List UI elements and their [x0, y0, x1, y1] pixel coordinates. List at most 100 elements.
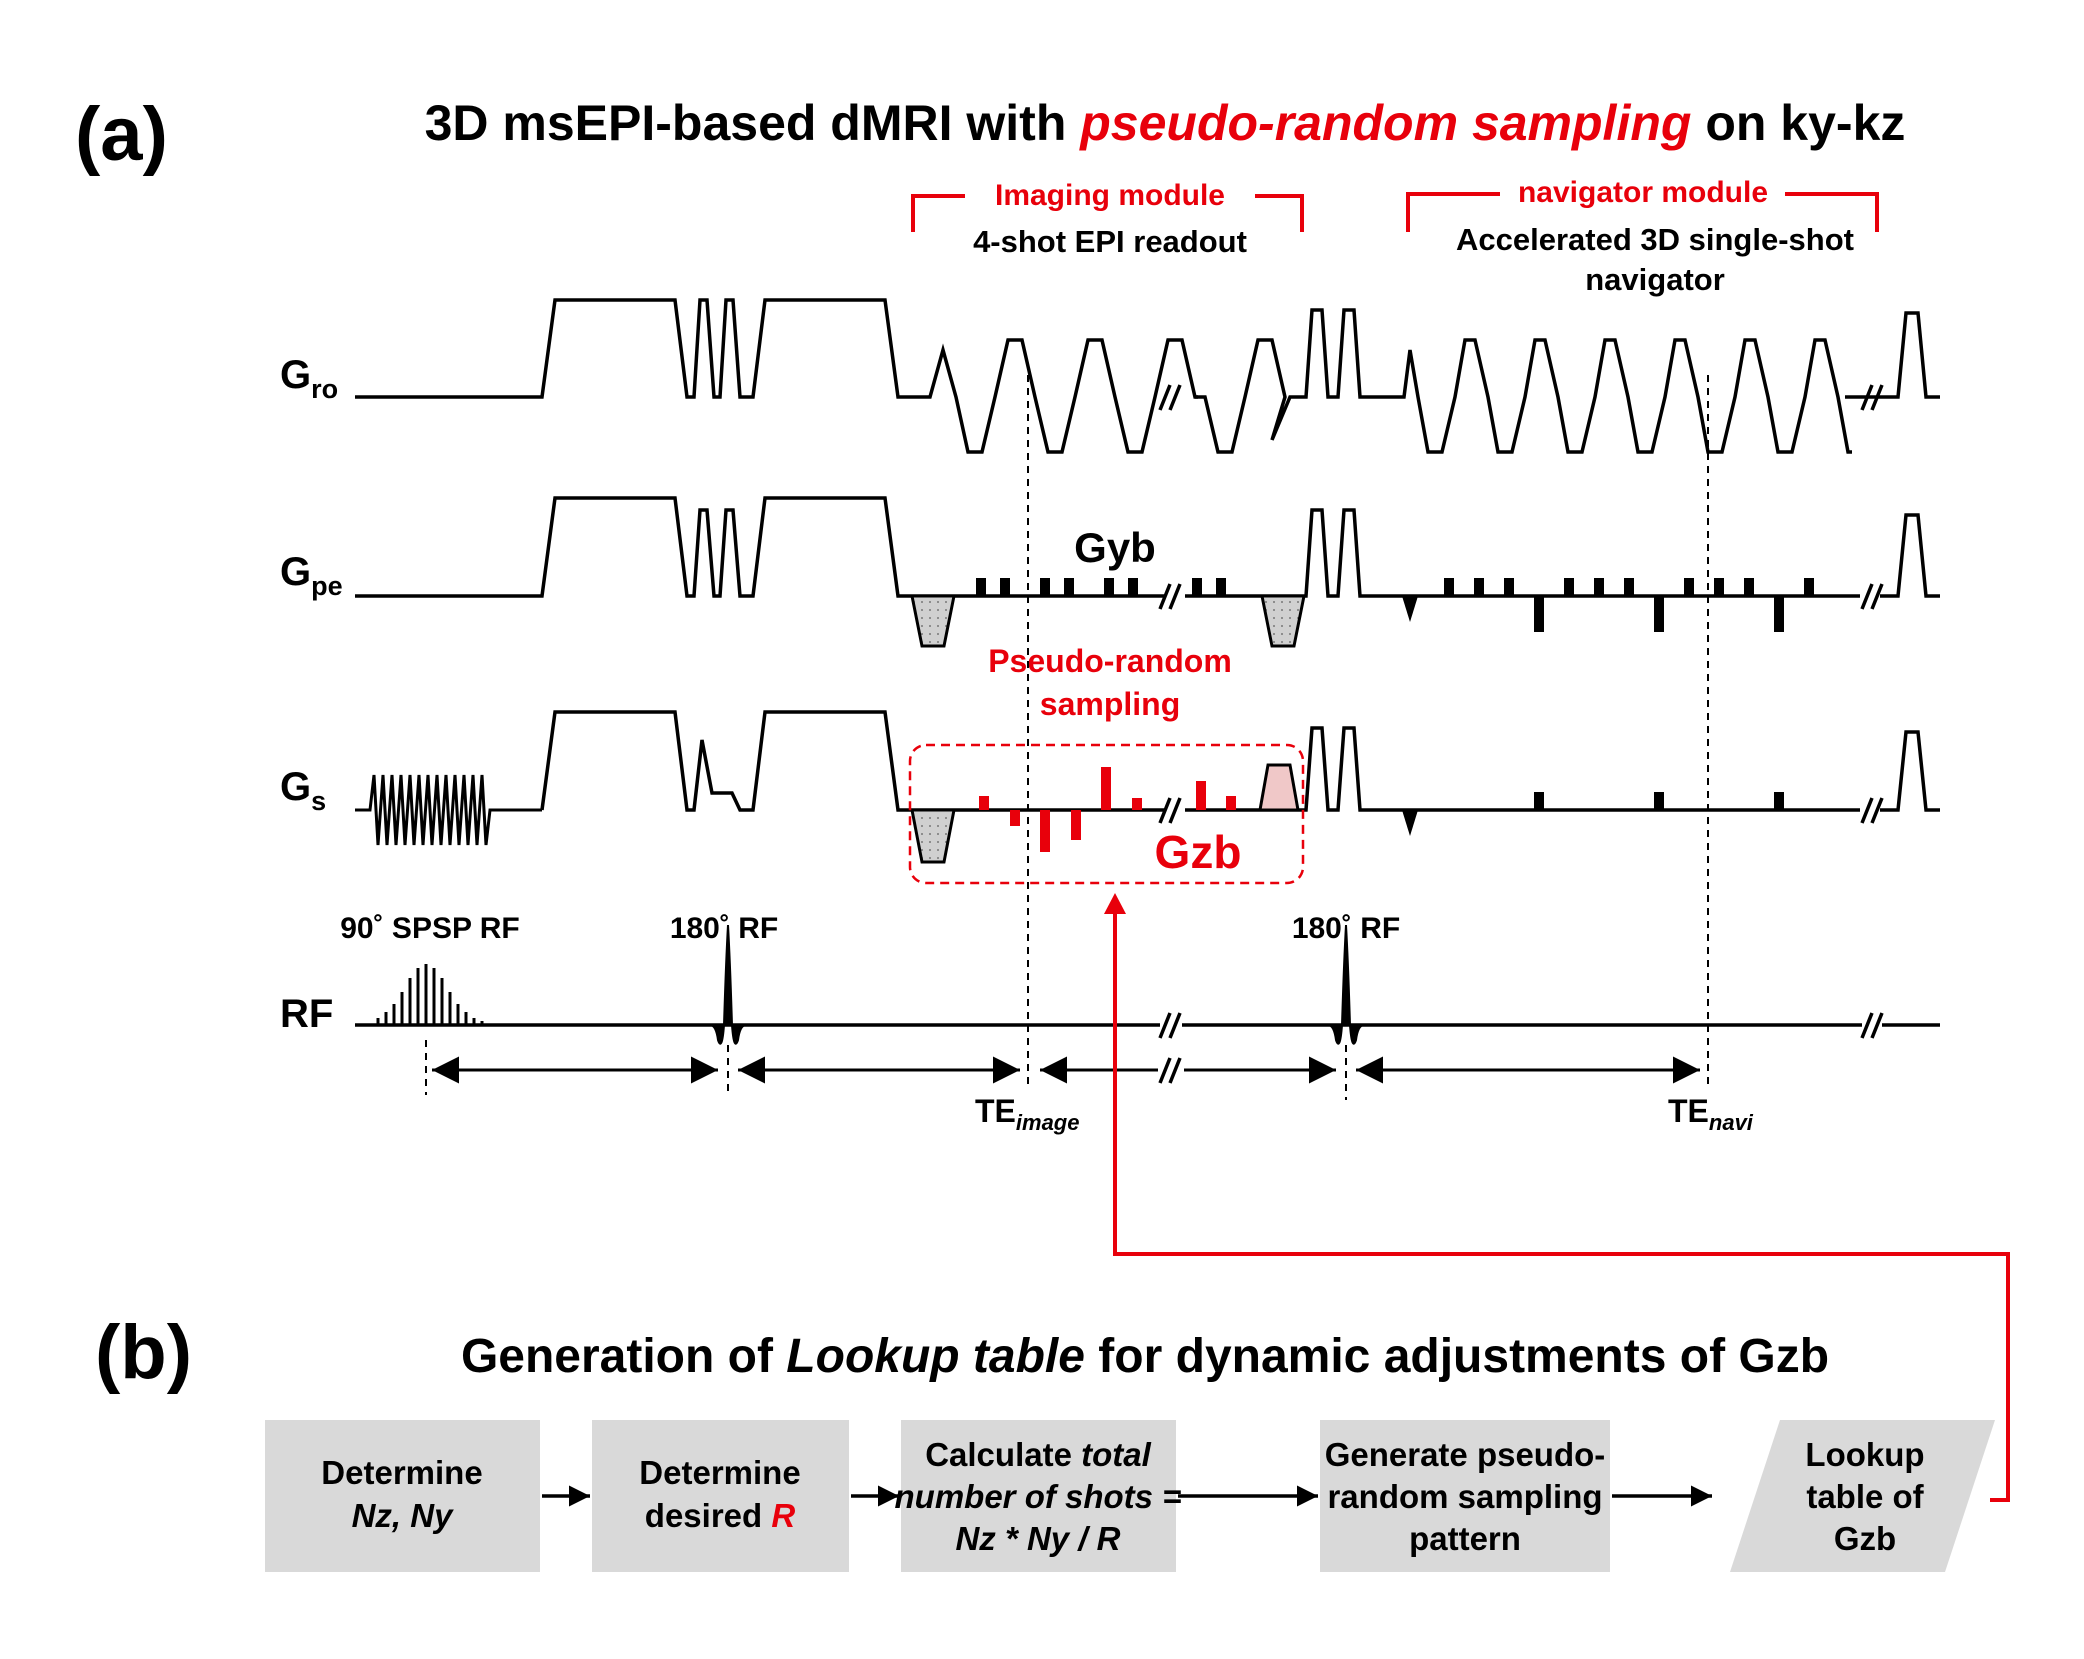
gro-waveform-part2 [1195, 308, 1852, 454]
nav-gs-blip [1774, 792, 1784, 810]
gyb-label: Gyb [1074, 524, 1156, 571]
gzb-blip [979, 796, 989, 810]
nav-pe-blip [1744, 578, 1754, 596]
gs-prephaser-1 [910, 808, 956, 864]
te-image-sub: image [1016, 1110, 1080, 1135]
navigator-module-label: navigator module [1518, 176, 1768, 209]
imaging-module-caption: 4-shot EPI readout [973, 224, 1247, 259]
nav-pe-blip [1624, 578, 1634, 596]
flow-step-calculate-shots: Calculate total number of shots = Nz * N… [895, 1420, 1181, 1572]
gpe-waveform-end [1880, 513, 1940, 598]
flow-step-box [901, 1420, 1176, 1572]
gyb-blips [976, 578, 1226, 596]
te-navi-label: TEnavi [1668, 1093, 1754, 1135]
gzb-blip [1196, 781, 1206, 810]
flow-step-determine-r: Determine desired R [592, 1420, 849, 1572]
flow-step-text: Calculate [925, 1436, 1081, 1473]
panel-a-title-pre: 3D msEPI-based dMRI with [425, 95, 1081, 151]
nav-pe-blip [1504, 578, 1514, 596]
gro-label-main: G [280, 353, 311, 397]
gro-axis-label: Gro [280, 353, 338, 404]
flow-step-text: desired [645, 1497, 772, 1534]
gs-break-mark [1158, 797, 1182, 824]
navigator-gs-blips [1402, 792, 1784, 836]
gro-break-mark-2 [1860, 384, 1884, 411]
gyb-blip [1104, 578, 1114, 596]
navigator-pe-prephaser [1402, 596, 1418, 622]
imaging-module-label: Imaging module [995, 179, 1225, 212]
gro-break-mark [1158, 384, 1182, 411]
gro-waveform-part1 [355, 298, 1198, 454]
flow-step-emphasis: total [1081, 1436, 1151, 1473]
gs-waveform-right [1185, 726, 1860, 812]
panel-b-title-pre: Generation of [461, 1330, 786, 1383]
feedback-connector-arrowhead [1104, 893, 1126, 914]
gyb-blip [976, 578, 986, 596]
panel-b-label: (b) [95, 1310, 192, 1395]
gs-label-sub: s [311, 786, 326, 816]
te-image-main: TE [975, 1093, 1016, 1129]
gpe-waveform-right [1185, 508, 1860, 598]
nav-pe-blip [1594, 578, 1604, 596]
navigator-pe-blips [1402, 578, 1814, 632]
gzb-highlight-box [908, 743, 1305, 885]
flow-step-box [1320, 1420, 1610, 1572]
panel-a: (a) 3D msEPI-based dMRI with pseudo-rand… [75, 92, 2010, 1502]
rf-axis-label: RF [280, 992, 333, 1036]
gzb-blips [979, 767, 1236, 852]
panel-b-title: Generation of Lookup table for dynamic a… [461, 1330, 1829, 1383]
gpe-prephaser-2 [1260, 594, 1306, 648]
nav-pe-blip [1474, 578, 1484, 596]
timing-arrows [432, 1056, 1700, 1084]
gro-waveform-part3 [1845, 311, 1940, 399]
gs-axis-label: Gs [280, 765, 326, 816]
rf-break-mark [1158, 1012, 1182, 1039]
nav-pe-blip [1654, 596, 1664, 632]
gpe-label-sub: pe [311, 571, 343, 601]
panel-a-label: (a) [75, 92, 168, 177]
flow-step-box [265, 1420, 540, 1572]
gpe-axis-label: Gpe [280, 550, 343, 601]
gs-waveform-end [1880, 730, 1940, 812]
te-image-label: TEimage [975, 1093, 1079, 1135]
flow-step-box [592, 1420, 849, 1572]
gyb-blip [1040, 578, 1050, 596]
rf-axis: RF [280, 912, 1940, 1045]
gro-label-sub: ro [311, 374, 338, 404]
te-navi-main: TE [1668, 1093, 1709, 1129]
panel-a-title-post: on ky-kz [1691, 95, 1905, 151]
flow-step-line: Gzb [1834, 1520, 1896, 1557]
lookup-feedback-connector [1104, 893, 2010, 1502]
navigator-module-bracket: navigator module Accelerated 3D single-s… [1406, 176, 1879, 297]
gyb-blip [1128, 578, 1138, 596]
te-navi-sub: navi [1709, 1110, 1754, 1135]
flow-step-determine-nz-ny: Determine Nz, Ny [265, 1420, 540, 1572]
panel-b-title-emphasis: Lookup table [786, 1330, 1085, 1383]
gs-break-mark-2 [1860, 797, 1884, 824]
panel-a-title-emphasis: pseudo-random sampling [1078, 95, 1691, 151]
gyb-blip [1216, 578, 1226, 596]
gs-waveform-left [540, 710, 1165, 812]
flow-step-line: Calculate total [925, 1436, 1151, 1473]
gzb-blip [1071, 810, 1081, 840]
rf180-label-second: 180˚ RF [1292, 912, 1400, 945]
flow-step-line: Determine [639, 1454, 800, 1491]
gpe-axis: Gpe [280, 496, 1940, 648]
nav-gs-blip [1654, 792, 1664, 810]
timing-arrow-break-mark [1158, 1057, 1182, 1084]
timing-reference-lines [425, 375, 1709, 1100]
flow-step-lookup-table: Lookup table of Gzb [1730, 1420, 1995, 1572]
gpe-prephaser-1 [910, 594, 956, 648]
navigator-module-caption-line1: Accelerated 3D single-shot [1456, 222, 1854, 257]
nav-pe-blip [1804, 578, 1814, 596]
gzb-blip [1132, 798, 1142, 810]
rf180-pulse-2 [1327, 924, 1365, 1045]
panel-b: (b) Generation of Lookup table for dynam… [95, 1310, 1995, 1572]
flow-step-line: Lookup [1805, 1436, 1924, 1473]
flow-step-line: Generate pseudo- [1325, 1436, 1606, 1473]
gs-label-main: G [280, 765, 311, 809]
gpe-break-mark [1158, 583, 1182, 610]
gzb-blip [1101, 767, 1111, 810]
nav-gs-blip [1534, 792, 1544, 810]
gpe-label-main: G [280, 550, 311, 594]
